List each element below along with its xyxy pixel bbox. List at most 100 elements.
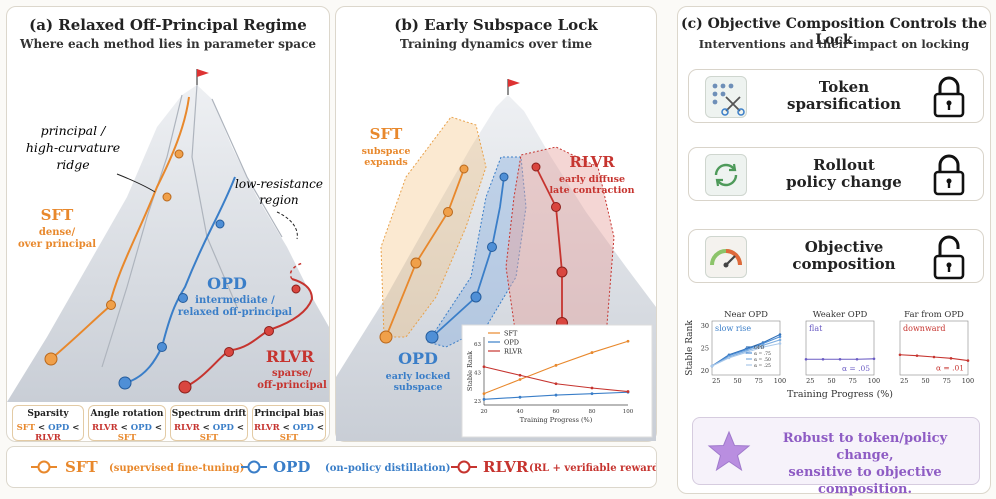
- rlvr-waypoint: [265, 327, 274, 336]
- inset-y-axis-label: Stable Rank: [466, 351, 474, 391]
- locked-icon: [929, 74, 969, 118]
- small-x-tick-label: 50: [733, 377, 741, 385]
- rlvr-waypoint: [292, 285, 300, 293]
- small-chart-note: downward: [903, 324, 946, 333]
- lowres-arrow: [277, 212, 297, 239]
- small-x-tick-label: 25: [806, 377, 814, 385]
- inset-point-sft: [483, 392, 486, 395]
- inset-point-opd: [483, 398, 486, 401]
- small-chart-note: flat: [809, 324, 823, 333]
- inset-point-rlvr: [591, 387, 594, 390]
- inset-x-tick-label: 60: [553, 409, 560, 415]
- metric-title: Sparsity: [13, 409, 83, 419]
- small-series-point: [916, 354, 919, 357]
- small-y-tick-label: 20: [701, 367, 709, 375]
- small-x-tick-label: 100: [962, 377, 974, 385]
- legend-rlvr: RLVR (RL + verifiable rewards): [451, 458, 656, 476]
- summit-flag-icon: [197, 69, 209, 85]
- small-y-tick-label: 25: [701, 345, 709, 353]
- rlvr-label: RLVR: [569, 153, 615, 171]
- small-series-point: [779, 342, 782, 345]
- robust-callout: Robust to token/policy change,sensitive …: [692, 417, 980, 485]
- inset-point-opd: [555, 394, 558, 397]
- small-series-point: [822, 358, 825, 361]
- small-alpha-label: α = .05: [842, 364, 870, 373]
- small-x-tick-label: 100: [774, 377, 786, 385]
- small-x-tick-label: 75: [849, 377, 857, 385]
- small-series-point: [805, 358, 808, 361]
- sft-label: SFT: [41, 206, 74, 224]
- panel-early-subspace-lock: (b) Early Subspace Lock Training dynamic…: [335, 6, 657, 442]
- small-series-point: [899, 353, 902, 356]
- small-chart-title: Far from OPD: [904, 310, 964, 320]
- inset-y-tick-label: 43: [474, 370, 481, 376]
- rlvr-desc-1: early diffuse: [559, 174, 625, 185]
- ridge-label-1: principal /: [41, 123, 107, 138]
- inset-legend-label: SFT: [504, 330, 518, 338]
- legend-sft-desc: (supervised fine-tuning): [109, 463, 244, 474]
- rlvr-waypoint: [532, 163, 540, 171]
- inset-legend-label: OPD: [504, 339, 519, 347]
- metric-order: RLVR < OPD < SFT: [171, 423, 247, 443]
- metric-title: Principal bias: [253, 409, 325, 419]
- metric-principal-bias: Principal bias RLVR < OPD < SFT: [252, 405, 326, 441]
- scissors-grid-icon: [705, 76, 747, 118]
- opd-desc-1: intermediate /: [195, 295, 275, 306]
- legend-opd-label: OPD: [273, 458, 310, 476]
- legend-sft-label: SFT: [65, 458, 98, 476]
- rlvr-waypoint: [557, 267, 567, 277]
- sft-desc-1: subspace: [362, 146, 411, 157]
- small-series-point: [950, 357, 953, 360]
- opd-start-marker: [119, 377, 131, 389]
- sft-desc-1: dense/: [39, 227, 76, 238]
- sft-waypoint: [411, 258, 421, 268]
- rlvr-desc-2: late contraction: [549, 185, 634, 196]
- sft-desc-2: expands: [364, 157, 407, 168]
- legend-rlvr-label: RLVR: [483, 458, 529, 476]
- sft-desc-2: over principal: [18, 239, 96, 250]
- metric-angle-rotation: Angle rotation RLVR < OPD < SFT: [88, 405, 166, 441]
- inset-point-rlvr: [483, 365, 486, 368]
- inset-point-sft: [591, 351, 594, 354]
- small-legend-label: OPD: [754, 345, 765, 351]
- opd-waypoint: [179, 294, 188, 303]
- mountain-illustration-b: SFT subspace expands RLVR early diffuse …: [336, 7, 656, 441]
- legend-rlvr-desc: (RL + verifiable rewards): [529, 463, 656, 474]
- inset-point-sft: [627, 340, 630, 343]
- opd-desc-1: early locked: [386, 371, 451, 382]
- opd-waypoint: [158, 343, 167, 352]
- sft-waypoint: [460, 165, 468, 173]
- small-x-tick-label: 50: [827, 377, 835, 385]
- metric-spectrum-drift: Spectrum drift RLVR < OPD < SFT: [170, 405, 248, 441]
- small-series-point: [873, 358, 876, 361]
- sft-waypoint: [107, 301, 116, 310]
- inset-point-opd: [519, 396, 522, 399]
- small-series-point: [839, 358, 842, 361]
- unlocked-icon: [929, 234, 969, 280]
- small-series-point: [933, 356, 936, 359]
- inset-point-sft: [519, 378, 522, 381]
- rlvr-start-marker: [179, 381, 191, 393]
- robust-text: Robust to token/policy change,sensitive …: [755, 431, 975, 499]
- inset-x-axis-label: Training Progress (%): [520, 416, 593, 424]
- rlvr-waypoint: [225, 348, 234, 357]
- opd-waypoint: [488, 243, 497, 252]
- legend-svg: SFT (supervised fine-tuning) OPD (on-pol…: [7, 447, 656, 487]
- small-series-point: [728, 357, 731, 360]
- small-legend-label: α = .25: [754, 363, 771, 369]
- small-chart-title: Near OPD: [724, 310, 768, 320]
- lowres-label-2: region: [259, 193, 298, 207]
- inset-y-tick-label: 23: [474, 399, 481, 405]
- small-series-point: [779, 335, 782, 338]
- metric-title: Angle rotation: [89, 409, 165, 419]
- small-x-tick-label: 50: [921, 377, 929, 385]
- method-legend: SFT (supervised fine-tuning) OPD (on-pol…: [6, 446, 657, 488]
- opd-waypoint: [216, 220, 224, 228]
- sft-waypoint: [163, 193, 171, 201]
- inset-point-rlvr: [519, 374, 522, 377]
- cycle-arrows-icon: [705, 154, 747, 196]
- small-x-tick-label: 75: [755, 377, 763, 385]
